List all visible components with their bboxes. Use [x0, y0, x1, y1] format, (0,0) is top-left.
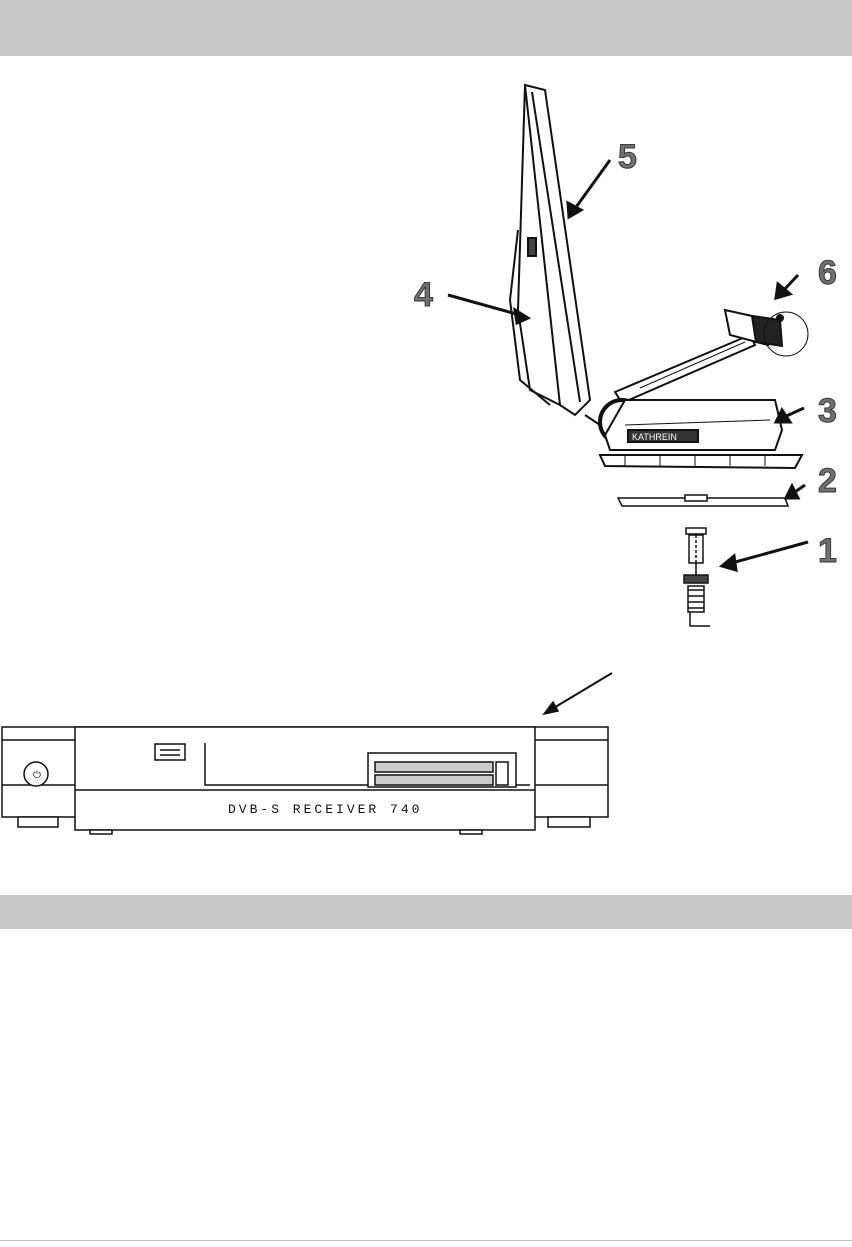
- card-slots: [368, 753, 516, 787]
- receiver-diagram: ⏻ DVB-S RECEIVER 740: [0, 665, 620, 840]
- footer-rule: [0, 1240, 852, 1241]
- svg-text:⏻: ⏻: [33, 770, 41, 781]
- callout-5: 5: [618, 138, 637, 176]
- mounting-plate: [618, 495, 788, 506]
- bolt-assembly: [684, 528, 710, 626]
- callout-4: 4: [414, 276, 433, 314]
- base-housing: KATHREIN: [600, 400, 802, 468]
- receiver-panel-text: DVB-S RECEIVER 740: [228, 802, 422, 817]
- antenna-diagram: KATHREIN 1 2 3 4 5 6: [400, 70, 852, 640]
- callout-6: 6: [818, 254, 837, 292]
- foot-right: [548, 817, 590, 827]
- callout-2: 2: [818, 462, 837, 500]
- reflector-dish: [510, 85, 590, 415]
- section-bar: [0, 895, 852, 929]
- callout-3: 3: [818, 392, 837, 430]
- foot-left: [18, 817, 58, 827]
- lnb-arm: [615, 335, 755, 403]
- callout-1: 1: [818, 532, 837, 570]
- callout-arrows: [448, 160, 808, 570]
- header-bar: [0, 0, 852, 56]
- base-logo-text: KATHREIN: [632, 432, 677, 442]
